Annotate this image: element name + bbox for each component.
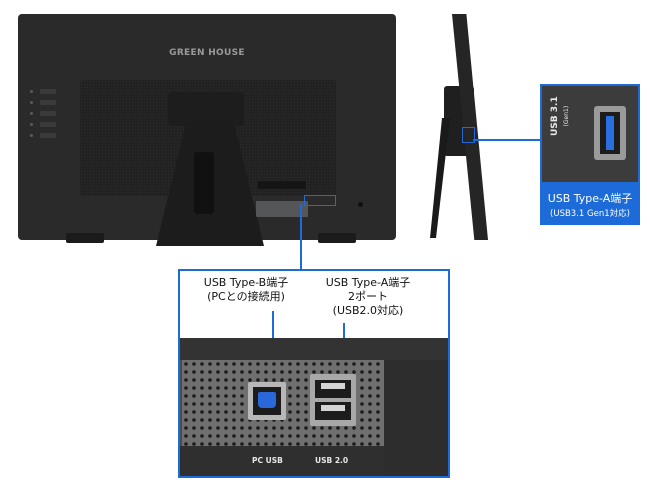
foot-right <box>318 233 356 243</box>
usb-a-slot-lower <box>315 402 351 420</box>
usb-b-blue-insert <box>258 392 276 408</box>
caption-usb-type-b-line1: USB Type-B端子 <box>203 276 289 289</box>
usb-type-b-port <box>248 382 286 420</box>
stand-hinge <box>168 92 244 126</box>
port-label-usb-2-0: USB 2.0 <box>315 456 349 465</box>
caption-usb-type-a-2: USB Type-A端子 2ポート (USB2.0対応) <box>308 276 428 318</box>
ports-closeup-photo: PC USB USB 2.0 <box>180 338 448 476</box>
callout-right-subtitle: (USB3.1 Gen1対応) <box>550 209 630 219</box>
port-strip <box>258 181 306 189</box>
usb-3-1-port-photo: USB 3.1 (Gen1) <box>542 86 638 182</box>
port-highlight-box <box>304 195 336 206</box>
connector-line-right <box>473 139 540 141</box>
callout-usb-ports-bottom: USB Type-B端子 (PCとの接続用) USB Type-A端子 2ポート… <box>178 269 450 478</box>
security-lock-hole <box>358 202 363 207</box>
port-label-pc-usb: PC USB <box>252 456 283 465</box>
control-button <box>40 100 56 105</box>
caption-usb-type-a-line2: 2ポート <box>348 290 388 303</box>
control-buttons <box>30 89 74 149</box>
stand-cable-slot <box>194 152 214 214</box>
caption-usb-type-b-line2: (PCとの接続用) <box>207 290 285 303</box>
callout-right-title: USB Type-A端子 <box>547 192 633 205</box>
control-button <box>40 89 56 94</box>
control-button <box>40 122 56 127</box>
usb-type-a-2-0-ports <box>310 374 356 426</box>
monitor-rear-view: GREEN HOUSE <box>18 14 396 246</box>
caption-usb-type-a-line1: USB Type-A端子 <box>325 276 411 289</box>
usb-a-slot-upper <box>315 380 351 398</box>
side-view-stand <box>430 118 450 238</box>
port-print-main: USB 3.1 <box>550 96 560 136</box>
port-print-sub: (Gen1) <box>563 105 570 127</box>
caption-usb-type-a-line3: (USB2.0対応) <box>332 304 404 317</box>
brand-logo: GREEN HOUSE <box>169 48 245 58</box>
control-button <box>40 111 56 116</box>
callout-usb-a-3-1: USB 3.1 (Gen1) USB Type-A端子 (USB3.1 Gen1… <box>540 84 640 225</box>
product-label-sticker <box>256 201 308 217</box>
usb3-blue-tongue <box>606 116 614 150</box>
caption-usb-type-b: USB Type-B端子 (PCとの接続用) <box>190 276 302 304</box>
usb-a-3-1-port <box>594 106 626 160</box>
side-port-highlight-box <box>462 127 475 143</box>
connector-line-bottom <box>300 204 302 269</box>
port-print: USB 3.1 (Gen1) <box>550 96 572 136</box>
foot-left <box>66 233 104 243</box>
control-button <box>40 133 56 138</box>
